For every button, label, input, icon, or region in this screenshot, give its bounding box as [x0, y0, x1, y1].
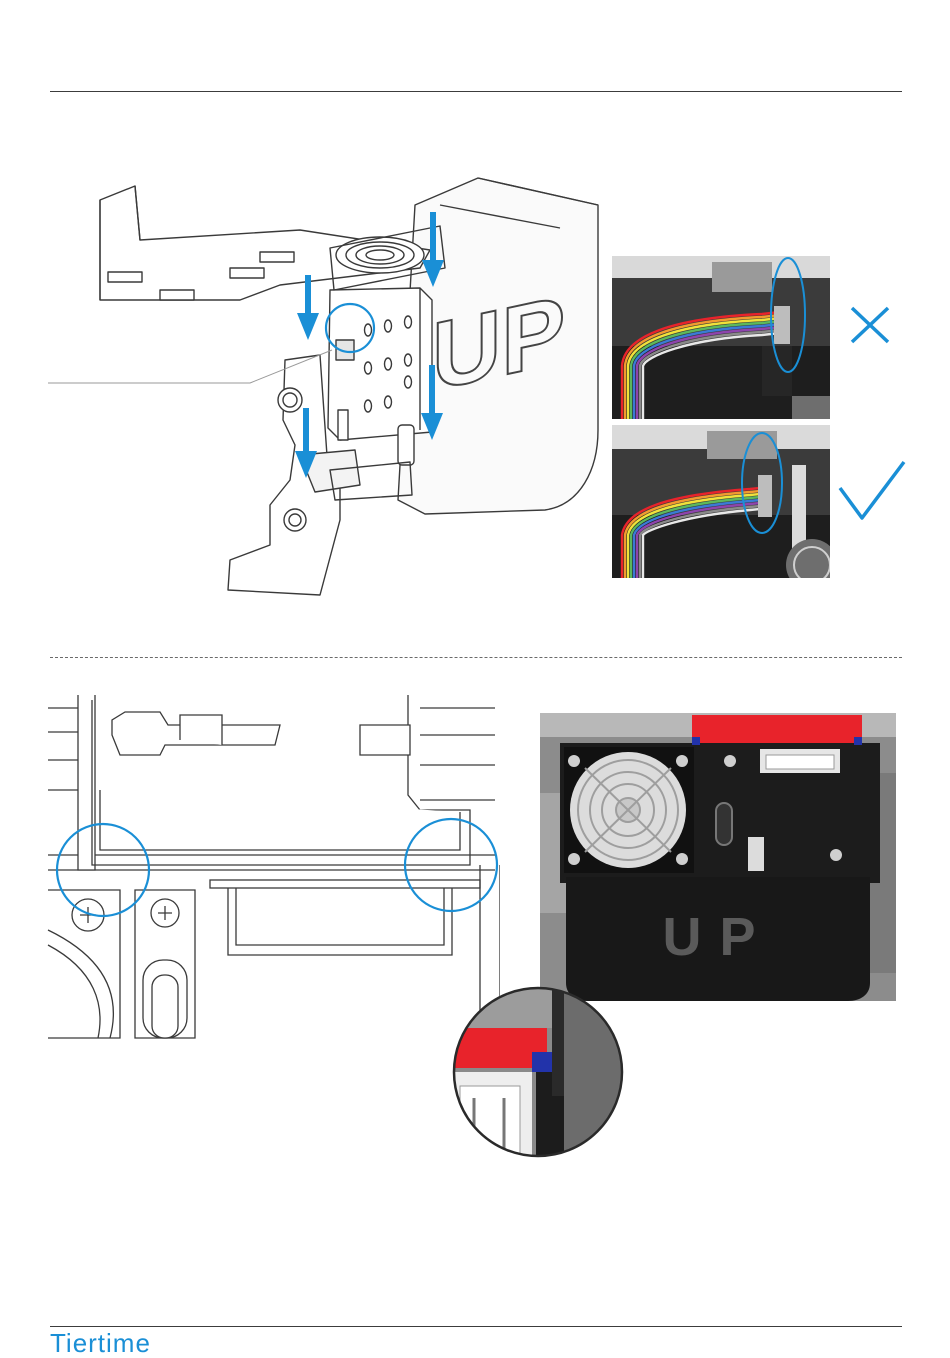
- case-logo: UP: [662, 907, 773, 967]
- down-arrow-icon: [430, 212, 436, 262]
- tiertime-logo: Tiertime: [50, 1330, 151, 1356]
- down-arrow-icon: [429, 365, 435, 415]
- assembled-print-head-photo: UP: [540, 713, 896, 1001]
- magnified-connector-inset: [452, 986, 624, 1158]
- section-divider: [50, 657, 902, 658]
- footer-rule: [50, 1326, 902, 1327]
- header-rule: [50, 91, 902, 92]
- down-arrow-icon: [303, 408, 309, 453]
- bracket-clip-detail-drawing: [45, 690, 500, 1040]
- cross-icon: [846, 300, 894, 348]
- ribbon-cable-wrong-photo: [612, 256, 830, 419]
- checkmark-icon: [834, 458, 906, 524]
- ribbon-cable-correct-photo: [612, 425, 830, 578]
- down-arrow-icon: [305, 275, 311, 315]
- print-head-installation-drawing: UP: [45, 175, 610, 600]
